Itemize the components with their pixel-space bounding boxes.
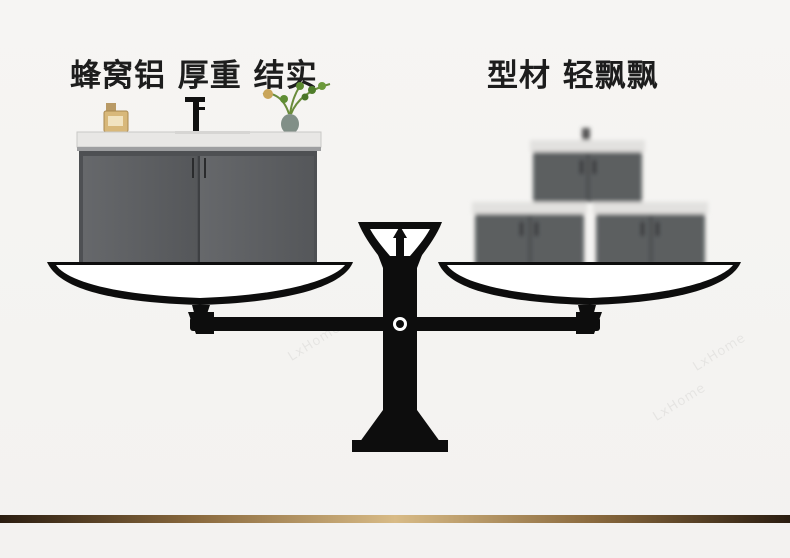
perfume-bottle-icon	[103, 103, 129, 133]
plant-vase-icon	[262, 82, 331, 134]
scale-body-icon	[47, 222, 741, 452]
left-vanity-icon	[76, 82, 331, 269]
gold-bottom-bar	[0, 515, 790, 523]
faucet-icon	[185, 97, 205, 133]
right-vanities-blurred-icon	[472, 128, 708, 266]
right-caption: 型材 轻飘飘	[487, 58, 659, 94]
up-arrow-icon	[393, 226, 407, 238]
left-caption: 蜂窝铝 厚重 结实	[70, 58, 318, 94]
